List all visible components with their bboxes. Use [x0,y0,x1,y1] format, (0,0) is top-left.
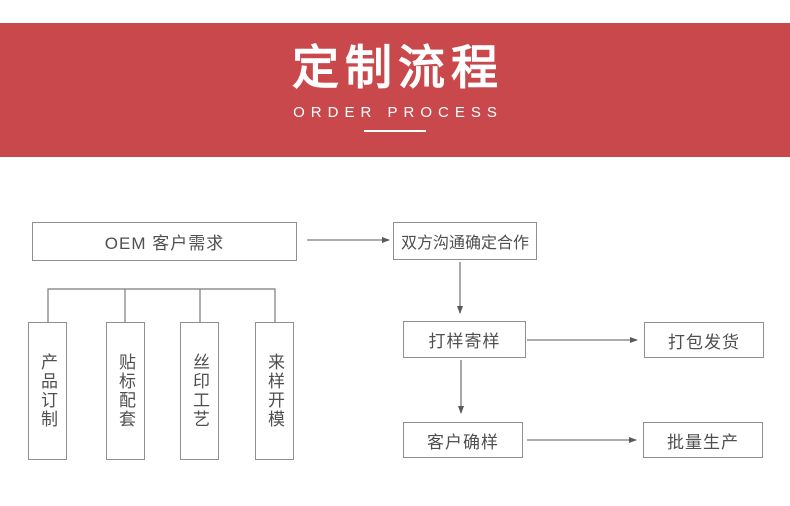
page-subtitle: ORDER PROCESS [293,104,503,121]
page-title: 定制流程 [292,41,504,94]
node-branch-product-custom: 产品订制 [28,322,67,460]
title-underline-decoration [364,130,426,132]
node-proof-send-sample: 打样寄样 [403,321,526,358]
node-branch-sample-mold: 来样开模 [255,322,294,460]
node-branch-labeling: 贴标配套 [106,322,145,460]
node-pack-ship: 打包发货 [644,322,764,358]
branch-tree-bracket [47,288,276,322]
node-oem-customer-demand: OEM 客户需求 [32,222,297,261]
node-communicate-cooperation: 双方沟通确定合作 [393,222,537,260]
node-mass-production: 批量生产 [643,422,763,458]
node-customer-confirm-sample: 客户确样 [403,422,523,458]
node-branch-silkscreen: 丝印工艺 [180,322,219,460]
header-banner: 定制流程 ORDER PROCESS [0,23,790,157]
